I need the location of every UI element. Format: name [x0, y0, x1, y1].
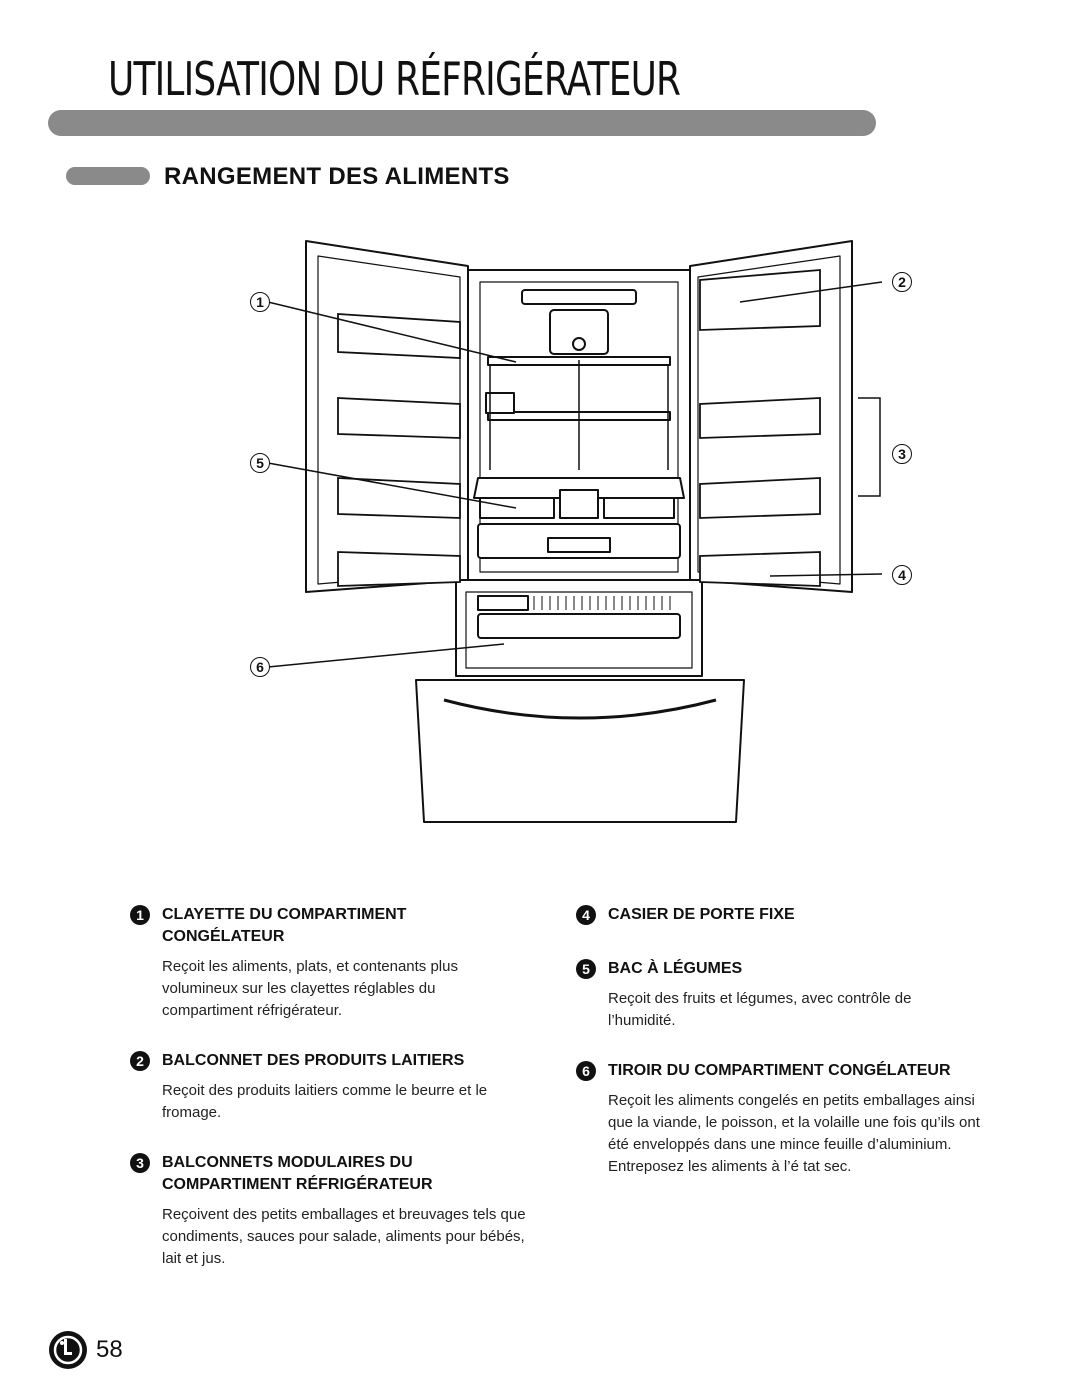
title-bar [48, 110, 876, 136]
callout-1: 1 [250, 292, 270, 312]
leader-line-1 [267, 301, 517, 363]
leader-line-2 [739, 281, 883, 303]
item-description: Reçoit les aliments, plats, et contenant… [162, 958, 458, 1019]
item-6: 6 TIROIR DU COMPARTIMENT CONGÉLATEUR Reç… [576, 1060, 1036, 1178]
section-title: RANGEMENT DES ALIMENTS [164, 163, 510, 190]
item-number: 6 [576, 1061, 596, 1081]
item-description: Reçoivent des petits emballages et breuv… [162, 1206, 526, 1267]
callout-4: 4 [892, 565, 912, 585]
item-description: Reçoit les aliments congelés en petits e… [608, 1092, 980, 1175]
callout-6: 6 [250, 657, 270, 677]
callout-3: 3 [892, 444, 912, 464]
item-2: 2 BALCONNET DES PRODUITS LAITIERS Reçoit… [130, 1050, 530, 1124]
item-description: Reçoit des produits laitiers comme le be… [162, 1082, 488, 1121]
page-title: UTILISATION DU RÉFRIGÉRATEUR [108, 52, 681, 106]
item-title: BALCONNET DES PRODUITS LAITIERS [162, 1052, 465, 1069]
callout-5: 5 [250, 453, 270, 473]
item-1: 1 CLAYETTE DU COMPARTIMENT CONGÉLATEUR R… [130, 904, 530, 1022]
item-number: 3 [130, 1153, 150, 1173]
callout-2: 2 [892, 272, 912, 292]
lg-logo-icon [49, 1331, 87, 1369]
leader-line-4 [769, 573, 883, 577]
item-number: 1 [130, 905, 150, 925]
item-number: 5 [576, 959, 596, 979]
leader-line-5 [267, 462, 517, 509]
item-5: 5 BAC À LÉGUMES Reçoit des fruits et lég… [576, 958, 1016, 1032]
item-description: Reçoit des fruits et légumes, avec contr… [608, 990, 912, 1029]
item-title: TIROIR DU COMPARTIMENT CONGÉLATEUR [608, 1062, 951, 1079]
leader-line-6 [267, 643, 505, 668]
freezer-drawer [415, 679, 745, 823]
refrigerator-diagram [267, 240, 883, 823]
section-pill [66, 167, 150, 185]
item-title: BALCONNETS MODULAIRES DU COMPARTIMENT RÉ… [162, 1154, 433, 1193]
item-title: BAC À LÉGUMES [608, 960, 743, 977]
item-title: CASIER DE PORTE FIXE [608, 906, 795, 923]
item-4: 4 CASIER DE PORTE FIXE [576, 904, 1016, 926]
bracket-3 [858, 397, 881, 497]
item-number: 4 [576, 905, 596, 925]
item-3: 3 BALCONNETS MODULAIRES DU COMPARTIMENT … [130, 1152, 550, 1270]
item-number: 2 [130, 1051, 150, 1071]
page-number: 58 [96, 1336, 123, 1363]
item-title: CLAYETTE DU COMPARTIMENT CONGÉLATEUR [162, 906, 407, 945]
